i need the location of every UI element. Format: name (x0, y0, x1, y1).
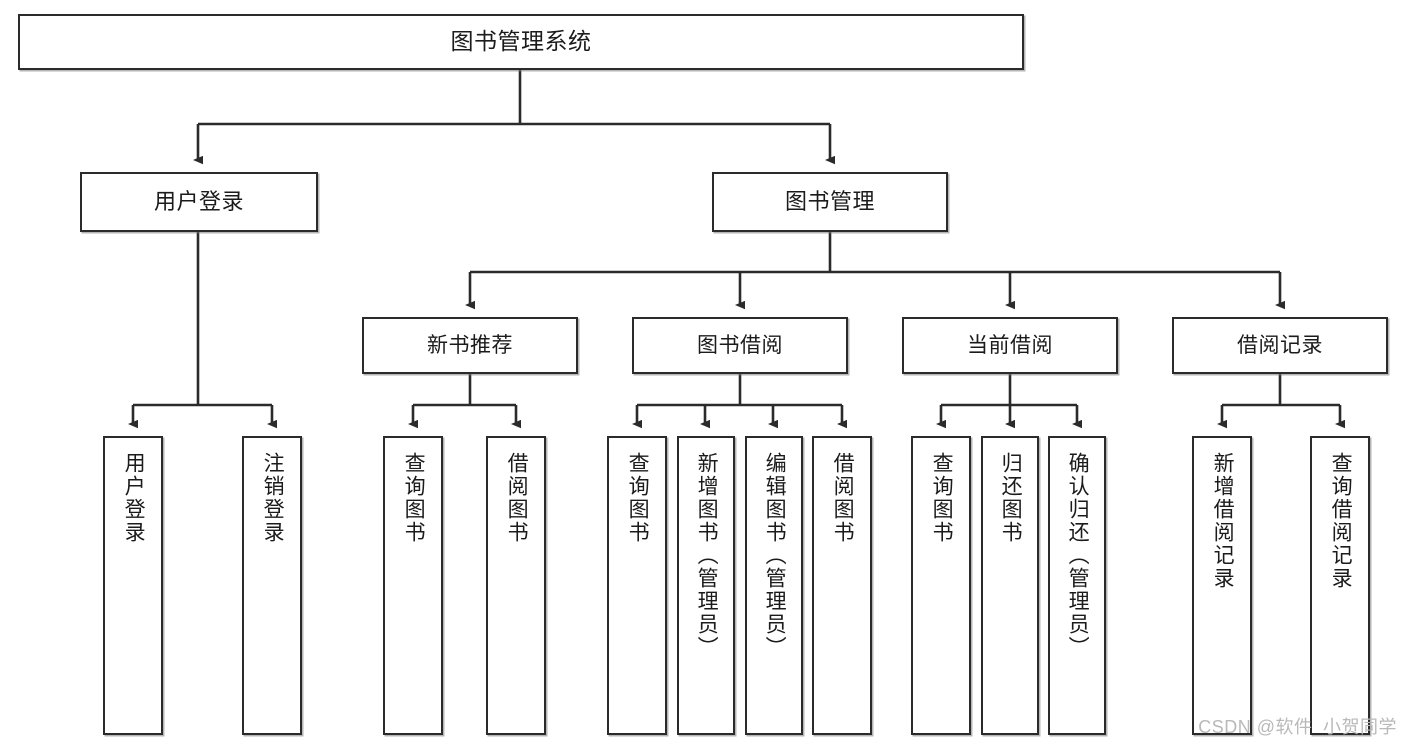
node-label: 借阅图书 (831, 452, 855, 544)
node-leaf-query-book-3[interactable]: 查询图书 (911, 436, 971, 735)
node-label: 查询图书 (402, 452, 426, 544)
node-leaf-add-record[interactable]: 新增借阅记录 (1192, 436, 1252, 735)
csdn-watermark: CSDN @软件_小贺同学 (1198, 717, 1397, 737)
node-label: 用户登录 (122, 452, 146, 544)
node-label: 查询图书 (626, 452, 650, 544)
node-label: 借阅记录 (1237, 333, 1323, 357)
node-label: 用户登录 (153, 188, 244, 214)
node-leaf-add-book[interactable]: 新增图书（管理员） (677, 436, 735, 735)
node-book-borrow[interactable]: 图书借阅 (632, 317, 848, 374)
node-label: 查询图书 (930, 452, 954, 544)
node-label: 图书管理 (784, 188, 875, 214)
node-user-login[interactable]: 用户登录 (80, 172, 318, 232)
node-label: 图书管理系统 (450, 28, 592, 55)
node-leaf-borrow-book-2[interactable]: 借阅图书 (812, 436, 872, 735)
node-label: 注销登录 (261, 452, 285, 544)
node-root-system[interactable]: 图书管理系统 (18, 14, 1024, 70)
node-leaf-logout-login[interactable]: 注销登录 (242, 436, 302, 735)
node-leaf-query-record[interactable]: 查询借阅记录 (1310, 436, 1370, 735)
node-label: 归还图书 (999, 452, 1023, 544)
node-leaf-user-login[interactable]: 用户登录 (103, 436, 163, 735)
node-leaf-edit-book[interactable]: 编辑图书（管理员） (745, 436, 803, 735)
node-label: 查询借阅记录 (1329, 452, 1353, 590)
node-leaf-borrow-book-1[interactable]: 借阅图书 (486, 436, 546, 735)
node-borrow-record[interactable]: 借阅记录 (1172, 317, 1388, 374)
node-book-manage[interactable]: 图书管理 (712, 172, 948, 232)
node-leaf-query-book-2[interactable]: 查询图书 (607, 436, 667, 735)
node-label: 确认归还（管理员） (1066, 452, 1090, 659)
node-leaf-confirm-return[interactable]: 确认归还（管理员） (1048, 436, 1106, 735)
node-leaf-query-book-1[interactable]: 查询图书 (383, 436, 443, 735)
node-label: 借阅图书 (505, 452, 529, 544)
node-leaf-return-book[interactable]: 归还图书 (981, 436, 1039, 735)
node-label: 新书推荐 (427, 333, 513, 357)
node-new-book-recommend[interactable]: 新书推荐 (362, 317, 578, 374)
node-label: 新增图书（管理员） (695, 452, 719, 659)
node-label: 编辑图书（管理员） (763, 452, 787, 659)
node-label: 当前借阅 (967, 333, 1053, 357)
node-current-borrow[interactable]: 当前借阅 (902, 317, 1118, 374)
node-label: 新增借阅记录 (1211, 452, 1235, 590)
node-label: 图书借阅 (697, 333, 783, 357)
